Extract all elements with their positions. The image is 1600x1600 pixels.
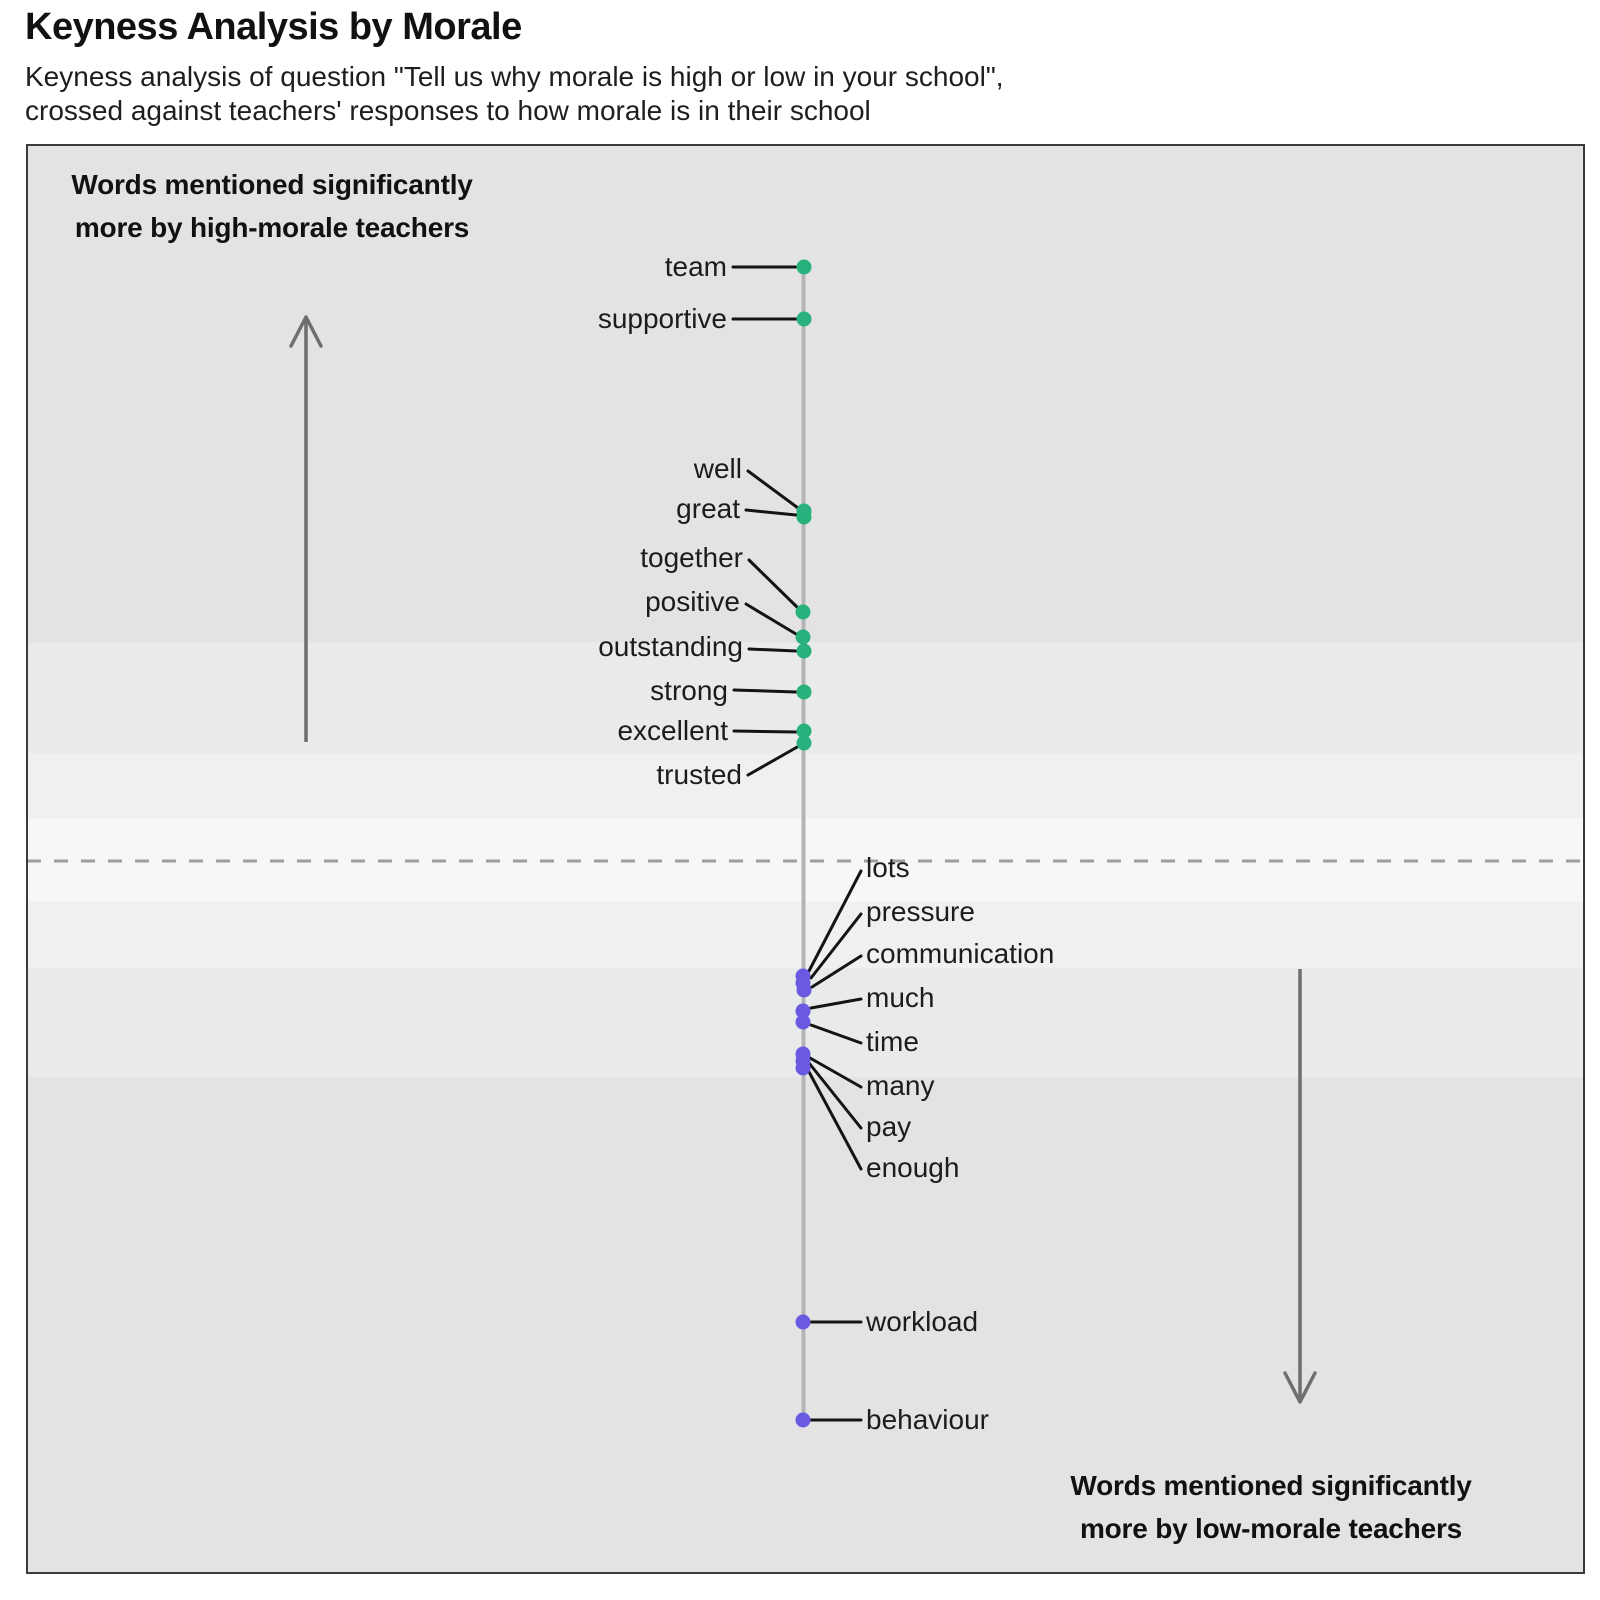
- word-label-pressure: pressure: [866, 896, 975, 927]
- page-title: Keyness Analysis by Morale: [25, 6, 522, 48]
- leader-line-together: [747, 558, 800, 610]
- word-dot-much: [795, 1003, 811, 1019]
- word-label-pay: pay: [866, 1111, 911, 1142]
- annotation-low-morale: Words mentioned significantly more by lo…: [1070, 1464, 1471, 1550]
- chart-subtitle-line2: crossed against teachers' responses to h…: [25, 95, 871, 126]
- leader-line-time: [809, 1023, 863, 1045]
- word-label-communication: communication: [866, 938, 1054, 969]
- word-label-team: team: [665, 251, 727, 282]
- annotation-low-morale-line2: more by low-morale teachers: [1079, 1513, 1463, 1544]
- leader-line-strong: [732, 688, 798, 694]
- word-label-outstanding: outstanding: [598, 631, 743, 662]
- leader-line-enough: [806, 1068, 863, 1171]
- word-dot-time: [795, 1014, 811, 1030]
- word-dot-together: [795, 604, 811, 620]
- leader-line-pressure: [809, 912, 863, 980]
- leader-line-outstanding: [747, 647, 798, 653]
- word-label-many: many: [866, 1070, 934, 1101]
- leader-line-communication: [810, 954, 863, 989]
- word-label-strong: strong: [650, 675, 728, 706]
- down-arrow-head: [1283, 1371, 1317, 1404]
- leader-line-trusted: [746, 744, 801, 777]
- word-dot-team: [796, 259, 812, 275]
- leader-line-positive: [744, 602, 798, 636]
- leader-line-great: [744, 508, 798, 517]
- word-label-trusted: trusted: [656, 759, 742, 790]
- leader-line-lots: [807, 869, 863, 973]
- word-label-workload: workload: [865, 1306, 978, 1337]
- word-dot-positive: [795, 629, 811, 645]
- annotation-low-morale-line1: Words mentioned significantly: [1070, 1470, 1472, 1501]
- annotation-high-morale: Words mentioned significantly more by hi…: [71, 163, 472, 249]
- word-dot-enough: [795, 1060, 811, 1076]
- plot-border: [26, 144, 1585, 1574]
- word-label-time: time: [866, 1026, 919, 1057]
- word-label-lots: lots: [866, 852, 910, 883]
- leader-line-well: [746, 469, 800, 510]
- leader-line-excellent: [732, 729, 798, 734]
- word-label-together: together: [640, 542, 743, 573]
- word-label-much: much: [866, 982, 934, 1013]
- word-dot-workload: [795, 1314, 811, 1330]
- word-dot-communication: [796, 982, 812, 998]
- word-label-excellent: excellent: [617, 715, 728, 746]
- word-label-positive: positive: [645, 586, 740, 617]
- word-label-behaviour: behaviour: [866, 1404, 989, 1435]
- leader-line-many: [808, 1056, 863, 1089]
- word-dot-great: [796, 509, 812, 525]
- word-label-well: well: [693, 453, 742, 484]
- leader-line-much: [809, 997, 863, 1010]
- word-label-enough: enough: [866, 1152, 959, 1183]
- up-arrow-head: [289, 315, 323, 348]
- annotation-high-morale-line2: more by high-morale teachers: [74, 212, 470, 243]
- word-dot-outstanding: [796, 643, 812, 659]
- annotation-high-morale-line1: Words mentioned significantly: [71, 169, 473, 200]
- word-dot-supportive: [796, 311, 812, 327]
- word-dot-behaviour: [795, 1412, 811, 1428]
- word-dot-excellent: [796, 723, 812, 739]
- word-dot-trusted: [796, 735, 812, 751]
- word-dot-strong: [796, 684, 812, 700]
- chart-subtitle: Keyness analysis of question "Tell us wh…: [25, 60, 1004, 128]
- word-label-supportive: supportive: [598, 303, 727, 334]
- leader-line-pay: [807, 1061, 863, 1130]
- word-label-great: great: [676, 493, 740, 524]
- chart-subtitle-line1: Keyness analysis of question "Tell us wh…: [25, 61, 1004, 92]
